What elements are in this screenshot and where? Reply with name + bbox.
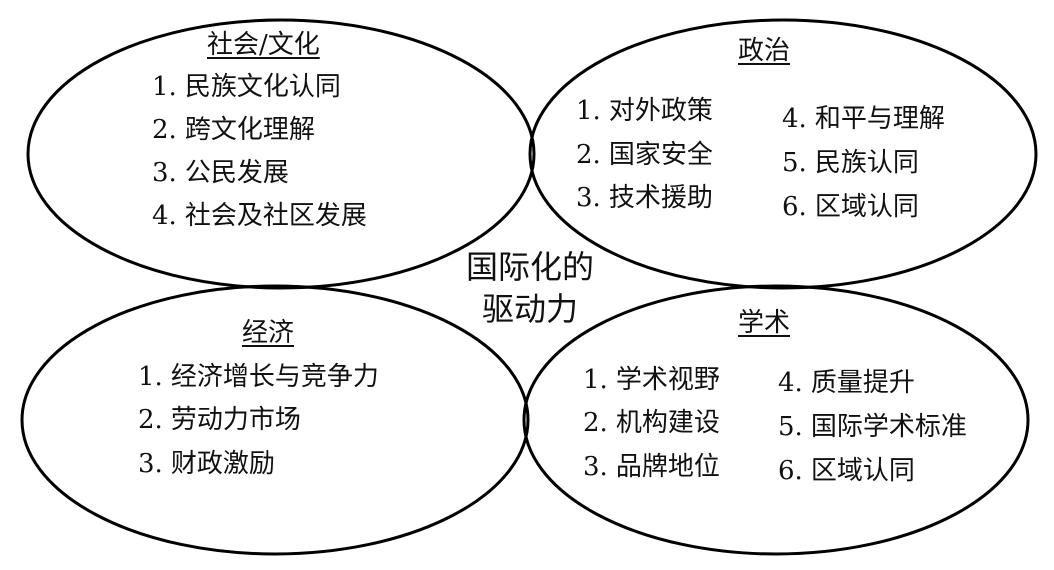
list-item: 4.质量提升 [778, 368, 915, 398]
item-number: 5. [782, 148, 807, 178]
list-item: 6.区域认同 [782, 192, 919, 222]
item-number: 2. [152, 115, 177, 145]
item-text: 品牌地位 [615, 452, 720, 482]
item-number: 6. [782, 192, 807, 222]
item-number: 1. [576, 96, 601, 126]
center-label-line1: 国际化的 [465, 248, 594, 286]
list-item: 6.区域认同 [778, 456, 915, 486]
list-item: 5.国际学术标准 [778, 412, 967, 442]
title-social-cultural: 社会/文化 [207, 30, 320, 60]
item-text: 技术援助 [608, 183, 713, 213]
item-text: 国家安全 [608, 140, 713, 170]
item-text: 学术视野 [615, 365, 720, 395]
list-item: 3.财政激励 [138, 449, 275, 479]
title-economic: 经济 [242, 318, 295, 348]
item-number: 1. [583, 365, 608, 395]
list-item: 1.学术视野 [583, 365, 720, 395]
list-item: 2.跨文化理解 [152, 115, 315, 145]
list-item: 4.和平与理解 [782, 104, 945, 134]
title-political: 政治 [738, 36, 791, 66]
item-number: 3. [576, 183, 601, 213]
item-text: 跨文化理解 [184, 115, 315, 145]
item-text: 质量提升 [810, 368, 915, 398]
ellipse-social-cultural [26, 18, 536, 290]
center-label: 国际化的 驱动力 [440, 246, 620, 330]
item-text: 对外政策 [608, 96, 713, 126]
item-number: 4. [782, 104, 807, 134]
item-number: 4. [778, 368, 803, 398]
item-number: 2. [583, 408, 608, 438]
list-item: 3.品牌地位 [583, 452, 720, 482]
item-text: 区域认同 [814, 192, 919, 222]
item-text: 机构建设 [615, 408, 720, 438]
item-number: 5. [778, 412, 803, 442]
list-item: 5.民族认同 [782, 148, 919, 178]
item-number: 4. [152, 201, 177, 231]
list-item: 1.对外政策 [576, 96, 713, 126]
center-label-line2: 驱动力 [481, 290, 578, 328]
item-text: 区域认同 [810, 456, 915, 486]
item-text: 劳动力市场 [170, 405, 301, 435]
list-item: 1.经济增长与竞争力 [138, 362, 379, 392]
item-text: 财政激励 [170, 449, 275, 479]
item-number: 2. [576, 140, 601, 170]
title-academic: 学术 [738, 308, 791, 338]
list-item: 1.民族文化认同 [152, 72, 341, 102]
item-number: 2. [138, 405, 163, 435]
list-item: 2.国家安全 [576, 140, 713, 170]
item-number: 3. [152, 158, 177, 188]
item-number: 1. [138, 362, 163, 392]
list-item: 2.劳动力市场 [138, 405, 301, 435]
item-text: 国际学术标准 [810, 412, 967, 442]
list-item: 3.公民发展 [152, 158, 289, 188]
item-number: 6. [778, 456, 803, 486]
ellipse-political [528, 18, 1038, 290]
item-text: 公民发展 [184, 158, 289, 188]
item-number: 3. [583, 452, 608, 482]
item-number: 1. [152, 72, 177, 102]
item-number: 3. [138, 449, 163, 479]
list-item: 4.社会及社区发展 [152, 201, 367, 231]
list-item: 2.机构建设 [583, 408, 720, 438]
item-text: 社会及社区发展 [184, 201, 367, 231]
item-text: 民族文化认同 [184, 72, 341, 102]
list-item: 3.技术援助 [576, 183, 713, 213]
item-text: 和平与理解 [814, 104, 945, 134]
ellipse-economic [20, 284, 530, 556]
ellipse-academic [522, 284, 1030, 556]
item-text: 经济增长与竞争力 [170, 362, 379, 392]
item-text: 民族认同 [814, 148, 919, 178]
